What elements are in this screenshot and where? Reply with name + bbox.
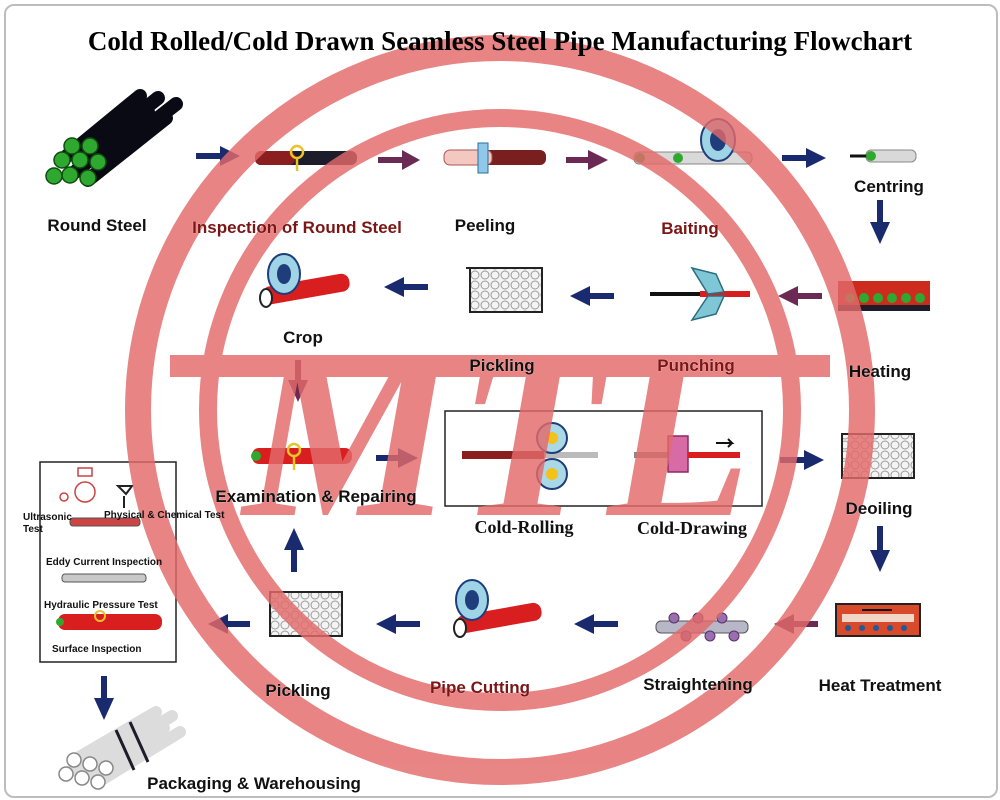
pickling-tank-icon (466, 267, 543, 313)
arrow-down (870, 526, 890, 572)
peeling-icon (443, 142, 546, 174)
panel-label-hydraulic: Hydraulic Pressure Test (44, 600, 158, 611)
step-label-centring: Centring (854, 177, 924, 196)
step-label-cold-rolling: Cold-Rolling (474, 517, 574, 537)
step-label-straightening: Straightening (643, 675, 753, 694)
crop-saw-icon (259, 253, 350, 308)
packaging-bundle-icon (58, 706, 186, 790)
arrow-left (570, 286, 614, 306)
arrow-left (574, 614, 618, 634)
step-label-punching: Punching (657, 356, 735, 375)
arrow-right (782, 148, 826, 168)
step-label-heating: Heating (848, 362, 912, 381)
heating-furnace-icon (838, 281, 930, 311)
arrow-right (378, 150, 420, 170)
cold-drawing-icon (634, 435, 740, 473)
step-label-crop: Crop (283, 328, 323, 347)
arrow-up (284, 528, 304, 572)
step-label-packaging: Packaging & Warehousing (147, 774, 361, 793)
step-label-peeling: Peeling (454, 216, 516, 235)
arrow-left (376, 614, 420, 634)
step-label-baiting: Baiting (661, 219, 719, 238)
round-steel-icon (45, 89, 183, 187)
step-label-heat-treatment: Heat Treatment (818, 676, 942, 695)
cold-process-box (444, 410, 763, 507)
arrow-left (384, 277, 428, 297)
arrow-left (778, 286, 822, 306)
pipe-cutting-icon (453, 579, 542, 638)
cold-rolling-icon (462, 422, 598, 490)
watermark-text: MTL (239, 306, 757, 566)
panel-label-surface: Surface Inspection (52, 644, 142, 655)
step-label-examination: Examination & Repairing (215, 487, 417, 506)
step-label-pickling-2: Pickling (265, 681, 331, 700)
panel-label-ultrasonic: Ultrasonic Test (23, 512, 72, 535)
arrow-right (376, 448, 418, 468)
panel-label-physical: Physical & Chemical Test (104, 510, 225, 521)
heat-treatment-icon (835, 603, 921, 637)
inspection-panel (39, 461, 177, 663)
flow-arrows (94, 146, 890, 720)
arrow-down (94, 676, 114, 720)
step-label-pickling: Pickling (469, 356, 535, 375)
step-label-cold-drawing: Cold-Drawing (636, 518, 748, 538)
step-label-inspection: Inspection of Round Steel (192, 218, 402, 237)
punching-icon (650, 266, 750, 322)
watermark-logo: MTL (125, 35, 875, 785)
arrow-down (870, 200, 890, 244)
step-label-pipe-cutting: Pipe Cutting (429, 678, 531, 697)
centring-icon (850, 149, 917, 163)
panel-label-eddy: Eddy Current Inspection (46, 557, 163, 568)
page-title: Cold Rolled/Cold Drawn Seamless Steel Pi… (87, 26, 913, 56)
step-label-deoiling: Deoiling (845, 499, 913, 518)
arrow-right (566, 150, 608, 170)
step-label-round-steel: Round Steel (47, 216, 147, 235)
diagram-frame (4, 4, 998, 798)
examination-pipe-icon (251, 442, 352, 470)
